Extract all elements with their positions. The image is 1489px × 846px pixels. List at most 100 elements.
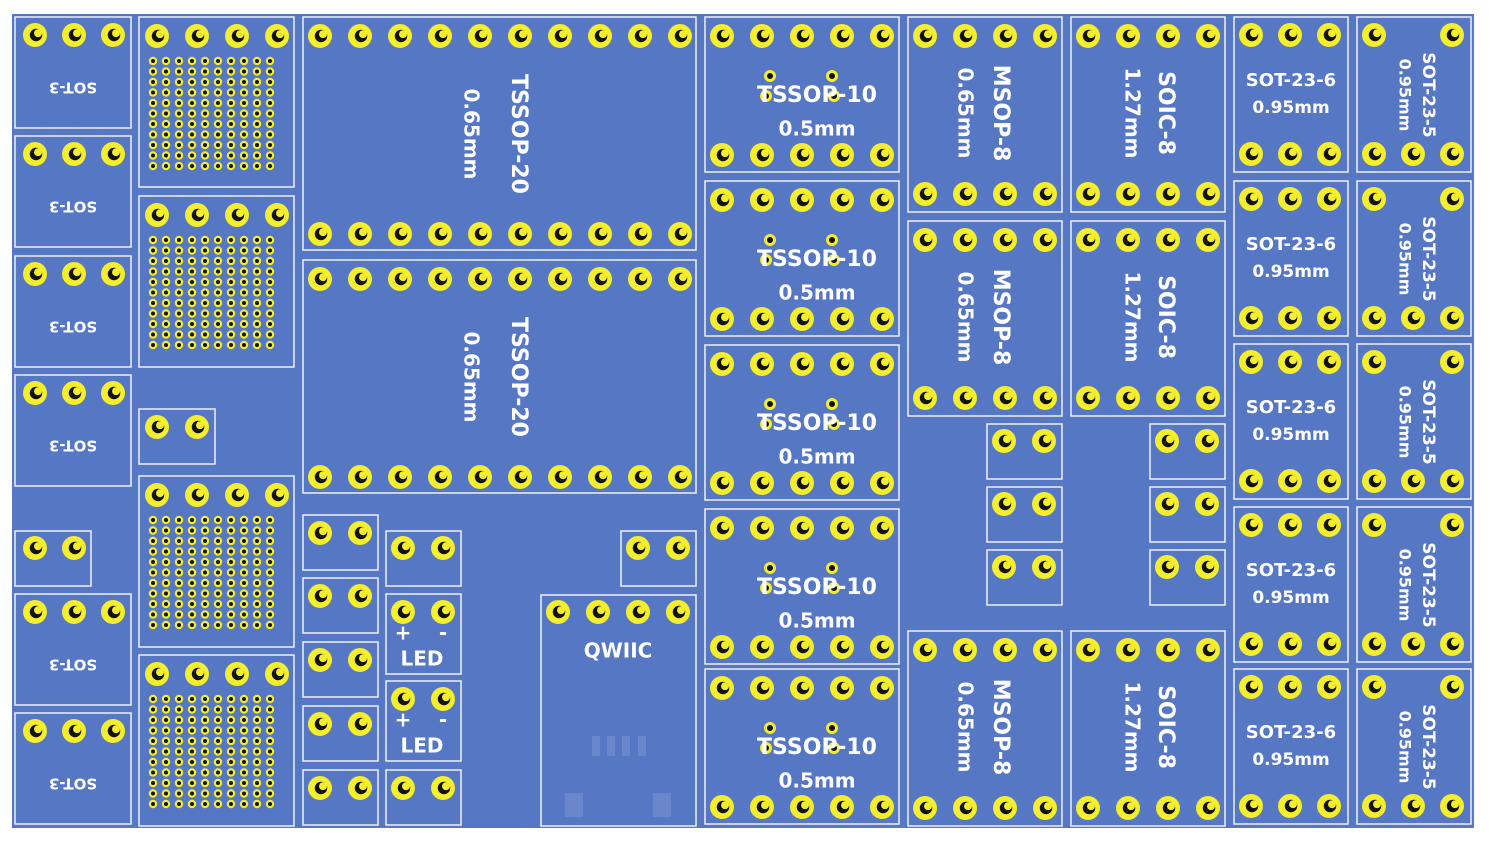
solder-pad [1362, 23, 1386, 47]
proto-hole [200, 277, 210, 287]
pitch-label: 0.95mm [1396, 386, 1415, 459]
qwiic-connector-pad [638, 736, 646, 756]
proto-hole [187, 768, 197, 777]
solder-pad [548, 222, 572, 246]
proto-hole [252, 799, 262, 809]
proto-hole [148, 140, 158, 150]
proto-hole [187, 319, 197, 329]
proto-hole [174, 77, 184, 87]
proto-hole [252, 578, 262, 588]
proto-hole [239, 298, 249, 308]
proto-hole [174, 599, 184, 609]
sot3-label: SOT-3 [49, 775, 97, 793]
proto-hole [200, 610, 210, 619]
proto-hole [213, 277, 223, 287]
proto-hole [200, 119, 210, 129]
pitch-label: 0.5mm [778, 281, 855, 305]
solder-pad [993, 386, 1017, 410]
solder-pad [1362, 142, 1386, 166]
proto-hole [148, 319, 158, 329]
via-pad [828, 582, 840, 594]
proto-hole [148, 526, 158, 535]
solder-pad [750, 307, 774, 331]
proto-hole [187, 98, 197, 108]
proto-hole [148, 705, 158, 714]
solder-pad [1440, 513, 1464, 537]
solder-pad [225, 24, 249, 48]
proto-hole [252, 515, 262, 525]
solder-pad [750, 188, 774, 212]
solder-pad [1239, 23, 1263, 47]
proto-hole [252, 256, 262, 266]
solder-pad [830, 143, 854, 167]
proto-hole [187, 620, 197, 630]
solder-pad [1278, 142, 1302, 166]
proto-hole [148, 726, 158, 735]
proto-hole [252, 536, 262, 546]
proto-hole [226, 161, 236, 171]
proto-hole [200, 77, 210, 87]
proto-hole [161, 610, 171, 619]
proto-hole [187, 309, 197, 318]
proto-hole [213, 526, 223, 535]
proto-hole [213, 77, 223, 87]
proto-hole [252, 568, 262, 577]
proto-hole [213, 694, 223, 704]
proto-hole [187, 119, 197, 129]
solder-pad [546, 600, 570, 624]
header-2pin [986, 549, 1063, 606]
proto-hole [200, 526, 210, 535]
solder-pad [548, 267, 572, 291]
solder-pad [668, 24, 692, 48]
proto-hole [265, 340, 275, 350]
sot3-module [14, 135, 132, 248]
proto-hole [239, 130, 249, 139]
tssop20-module [302, 16, 697, 251]
solder-pad [1239, 469, 1263, 493]
proto-hole [161, 726, 171, 735]
solder-pad [508, 465, 532, 489]
solder-pad [391, 600, 415, 624]
solder-pad [992, 429, 1016, 453]
mount-pad [565, 793, 583, 817]
header-2pin [302, 641, 379, 698]
qwiic-connector-pad [622, 736, 630, 756]
proto-hole [200, 267, 210, 276]
proto-hole [226, 610, 236, 619]
solder-pad [1156, 796, 1180, 820]
proto-hole [239, 119, 249, 129]
proto-hole [226, 620, 236, 630]
mount-pad [653, 793, 671, 817]
pitch-label: 1.27mm [1121, 681, 1145, 772]
solder-pad [750, 676, 774, 700]
sot235-module [1356, 180, 1472, 337]
solder-pad [348, 222, 372, 246]
proto-hole [200, 778, 210, 788]
tssop10-label: TSSOP-10 [757, 247, 877, 272]
proto-hole [265, 151, 275, 160]
via-pad [826, 70, 838, 82]
solder-pad [1156, 386, 1180, 410]
soic8-label: SOIC-8 [1153, 71, 1178, 155]
solder-pad [101, 262, 125, 286]
sot3-label: SOT-3 [49, 656, 97, 674]
proto-hole [174, 747, 184, 756]
proto-hole [161, 526, 171, 535]
proto-hole [252, 77, 262, 87]
sot236-module [1233, 180, 1349, 337]
proto-hole [187, 610, 197, 619]
proto-hole [174, 526, 184, 535]
soic8-module [1070, 220, 1226, 417]
proto-hole [226, 267, 236, 276]
protoboard-module [138, 654, 295, 827]
proto-hole [265, 119, 275, 129]
solder-pad [1362, 187, 1386, 211]
proto-hole [213, 130, 223, 139]
proto-hole [239, 109, 249, 118]
proto-hole [239, 620, 249, 630]
solder-pad [1278, 350, 1302, 374]
solder-pad [145, 662, 169, 686]
solder-pad [348, 521, 372, 545]
proto-hole [226, 330, 236, 339]
proto-hole [161, 288, 171, 297]
